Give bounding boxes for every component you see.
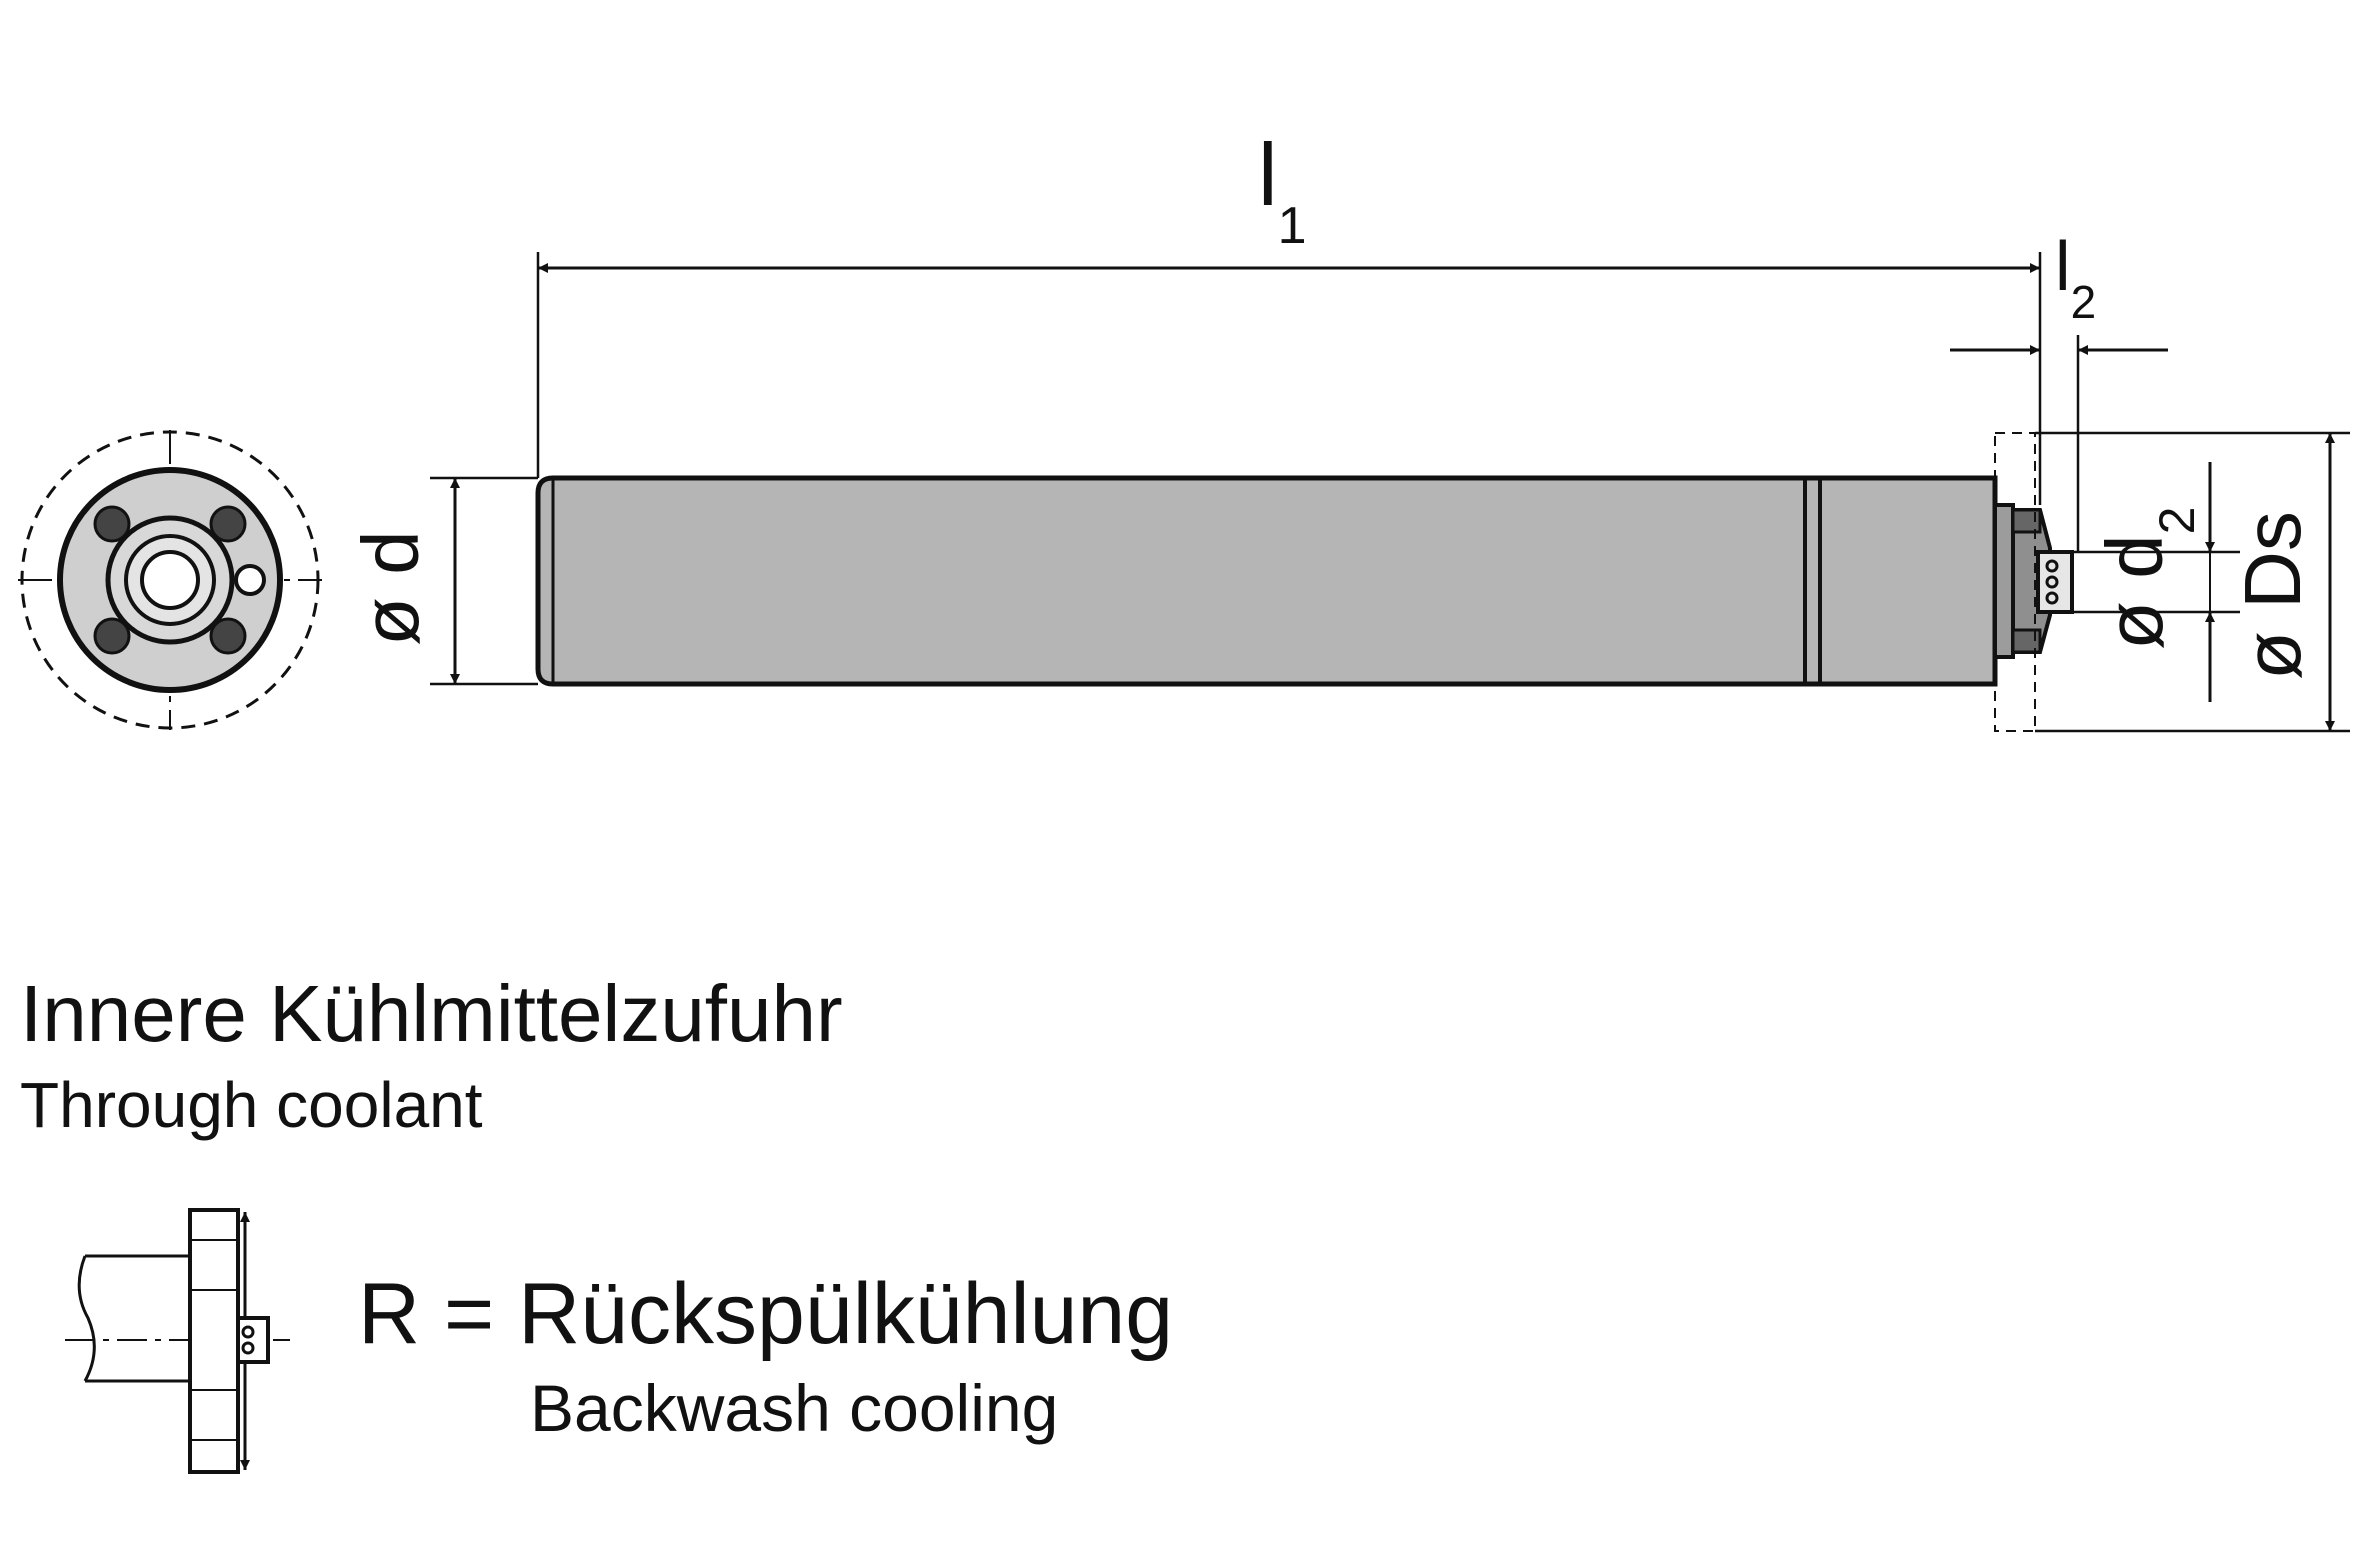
backwash-icon-shank [77,1254,190,1383]
label-ds: ø Ds [2228,511,2317,680]
nozzle-hole [2045,575,2059,589]
flange-plate [1993,503,2015,659]
label-l2: l2 [2055,227,2096,328]
label-l1: l1 [1258,125,1306,255]
flange-lower-lug [2011,628,2042,654]
backwash-icon-flange [188,1208,240,1474]
legend-backwash-en: Backwash cooling [530,1371,1059,1445]
screw-hole [93,505,131,543]
backwash-icon [65,1208,290,1474]
screw-hole [209,617,247,655]
backwash-icon-nozzle [236,1316,270,1364]
caption-coolant-en: Through coolant [20,1069,483,1141]
flange-upper-lug [2011,508,2042,534]
screw-hole [93,617,131,655]
backwash-icon-hole [241,1325,255,1339]
coolant-port [234,564,266,596]
ds-envelope-dashed [1994,432,2036,732]
nozzle-hole [2045,559,2059,573]
end-view-bore-inner [140,550,200,610]
end-view-screws [93,505,247,655]
legend-backwash-de: R = Rückspülkühlung [358,1266,1174,1362]
nozzle-hole [2045,591,2059,605]
label-d: ø d [346,530,435,646]
dimensions [430,252,2350,733]
shank-body [535,475,1998,687]
end-view [18,430,322,730]
caption-coolant-de: Innere Kühlmittelzufuhr [20,969,843,1058]
label-d2: ø d2 [2090,507,2205,650]
side-view [535,432,2074,732]
screw-hole [209,505,247,543]
backwash-icon-teeth [190,1239,238,1441]
backwash-icon-hole [241,1341,255,1355]
